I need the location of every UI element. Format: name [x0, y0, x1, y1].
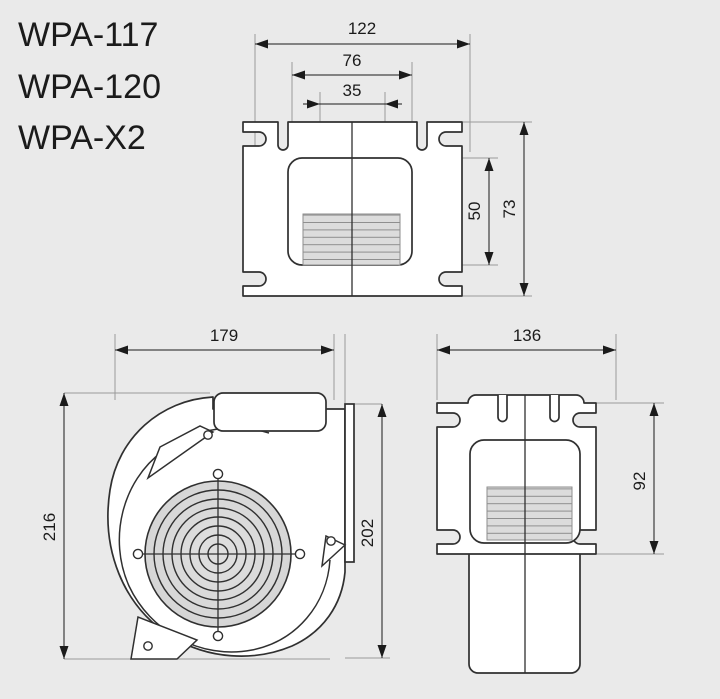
side-view-top-notch-right [549, 395, 560, 423]
front-view-grille-centerlines [138, 474, 300, 636]
dimension-35-label: 35 [343, 81, 362, 100]
side-view-louver-panel [486, 486, 573, 541]
dimension-73-label: 73 [500, 200, 519, 219]
dimension-179: 179 [115, 326, 334, 355]
dimension-92: 92 [630, 403, 659, 554]
front-view-grille-holes [132, 468, 306, 642]
front-view-mount-hole-right [326, 536, 336, 546]
side-view-group: 136 92 [436, 326, 664, 674]
dimension-76-label: 76 [343, 51, 362, 70]
model-label-1: WPA-117 [18, 16, 159, 54]
dimension-50-label: 50 [465, 202, 484, 221]
dimension-136-label: 136 [513, 326, 541, 345]
front-view-mount-hole-lower [143, 641, 153, 651]
dimension-136: 136 [437, 326, 616, 355]
side-view-top-notch-left [497, 395, 508, 423]
front-view-mount-tab-upper [146, 425, 215, 481]
dimension-202: 202 [358, 404, 387, 658]
dimension-216-label: 216 [40, 513, 59, 541]
front-view-mount-hole-upper [203, 430, 213, 440]
dimension-179-label: 179 [210, 326, 238, 345]
top-view-group: 122 76 35 50 73 [242, 19, 532, 297]
dimension-50: 50 [465, 158, 494, 265]
dimension-92-label: 92 [630, 472, 649, 491]
dimension-73: 73 [500, 122, 529, 296]
dimension-202-label: 202 [358, 519, 377, 547]
front-view-group: 179 [40, 326, 390, 660]
model-label-list: WPA-117 WPA-120 WPA-X2 [18, 10, 228, 165]
dimension-122-label: 122 [348, 19, 376, 38]
dimension-35: 35 [303, 81, 402, 109]
dimension-216: 216 [40, 393, 69, 659]
dimension-122: 122 [255, 19, 470, 49]
model-label-3: WPA-X2 [18, 119, 146, 158]
front-view-outlet-flange [344, 403, 355, 563]
dimension-76: 76 [292, 51, 412, 80]
front-view-motor-box [213, 392, 327, 432]
side-view-extension-lines [436, 334, 664, 555]
model-label-2: WPA-120 [18, 67, 161, 106]
